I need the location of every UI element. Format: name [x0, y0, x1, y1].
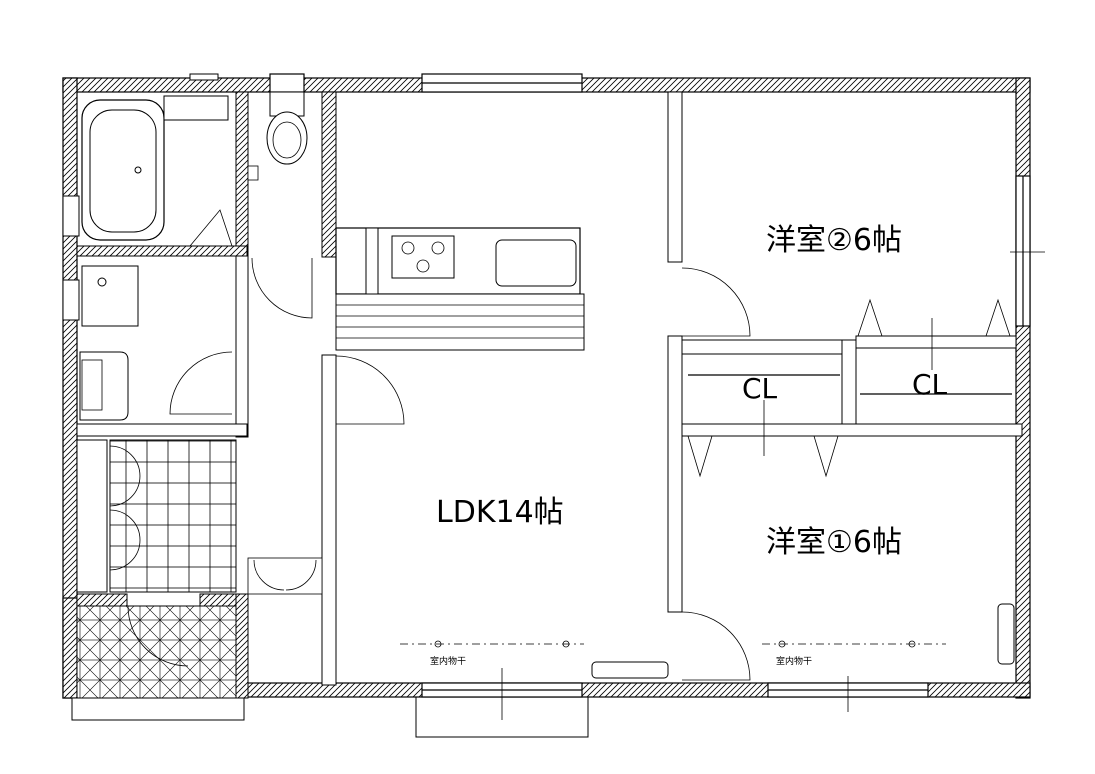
- indoor-drying-label-right: 室内物干: [776, 655, 812, 667]
- indoor-drying-right: 室内物干: [762, 640, 946, 667]
- aircon-bedroom1: [997, 603, 1015, 665]
- bedroom2-door-swing: [681, 267, 751, 337]
- bottom-windows: [415, 668, 929, 738]
- room-label-ldk: LDK14帖: [436, 495, 564, 530]
- closet-label-right: CL: [912, 368, 948, 401]
- interior-walls: [76, 91, 1023, 699]
- kitchen-floor-slats: [335, 293, 585, 351]
- bath-door-icon: [189, 209, 233, 247]
- closet-left: [687, 374, 840, 478]
- indoor-drying-label-left: 室内物干: [430, 655, 466, 667]
- top-windows: [189, 73, 583, 93]
- kitchen-counter: [335, 227, 585, 351]
- right-window: [1010, 175, 1045, 327]
- closet-right: [857, 298, 1012, 395]
- washroom: [62, 265, 233, 421]
- bathtub: [62, 95, 229, 241]
- room-label-western-1: 洋室①6帖: [766, 525, 902, 560]
- ldk-door-swing: [335, 355, 405, 425]
- aircon-ldk: [591, 661, 669, 679]
- toilet: [247, 91, 313, 319]
- hall-storage: [247, 557, 323, 595]
- room-label-western-2: 洋室②6帖: [766, 223, 902, 258]
- entrance: [71, 439, 245, 721]
- bedroom1-door-swing: [681, 611, 751, 681]
- indoor-drying-left: 室内物干: [400, 640, 584, 667]
- closet-label-left: CL: [742, 372, 778, 405]
